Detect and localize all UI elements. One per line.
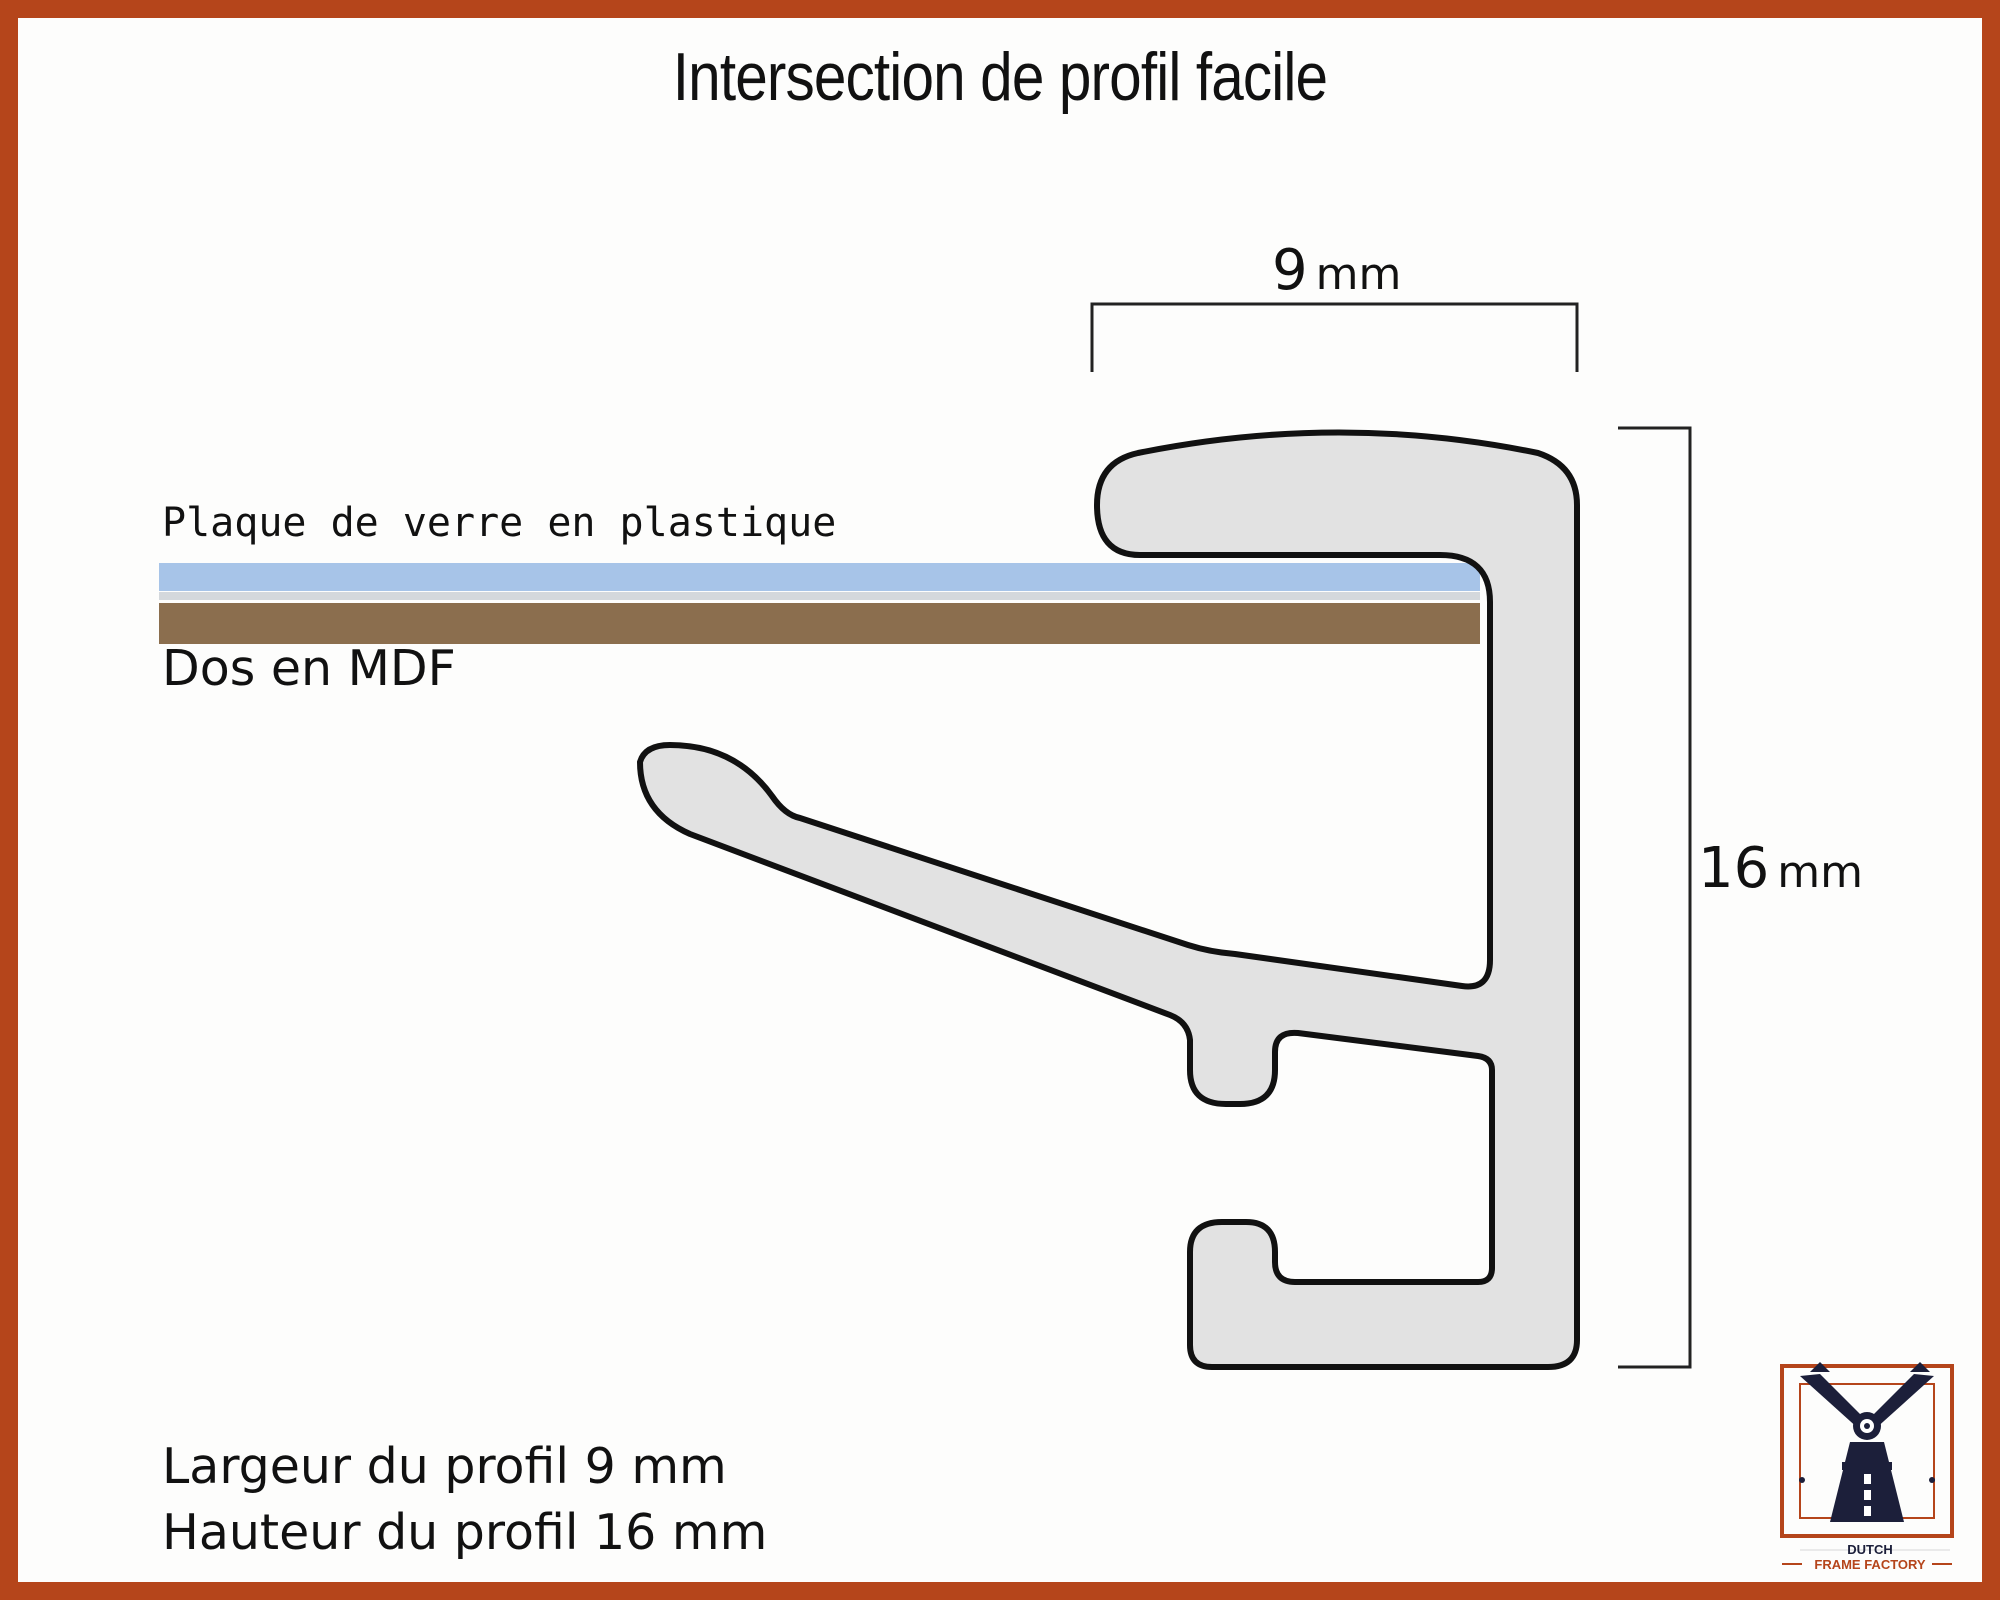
aluminium-profile	[637, 429, 1580, 1370]
width-unit: mm	[1315, 249, 1402, 300]
logo-text-dutch: DUTCH	[1847, 1542, 1893, 1557]
profile-width-caption: Largeur du profil 9 mm	[162, 1438, 727, 1495]
height-unit: mm	[1777, 847, 1863, 898]
mdf-back-label: Dos en MDF	[162, 640, 456, 697]
glass-plate	[159, 563, 1480, 591]
width-dimension-bracket	[1090, 302, 1579, 372]
page-title: Intersection de profil facile	[672, 39, 1328, 115]
windmill-logo-icon	[1780, 1362, 1954, 1565]
height-value: 16	[1698, 836, 1770, 901]
glass-plate-edge	[159, 592, 1480, 600]
glass-plate-label: Plaque de verre en plastique	[162, 500, 837, 546]
height-dimension-bracket	[1618, 426, 1692, 1369]
mdf-back-panel	[159, 603, 1480, 644]
profile-height-caption: Hauteur du profil 16 mm	[162, 1504, 768, 1561]
width-value: 9	[1272, 238, 1308, 303]
logo-text-frame-factory: FRAME FACTORY	[1814, 1557, 1926, 1572]
